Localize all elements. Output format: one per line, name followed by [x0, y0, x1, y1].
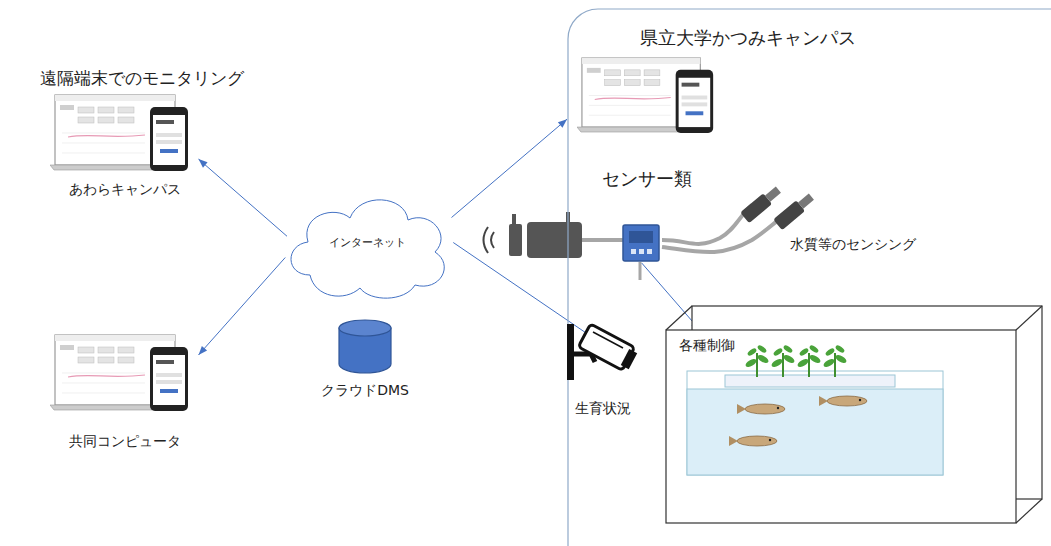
arrowhead: [199, 346, 208, 355]
connector: [642, 263, 700, 330]
node-label: 共同コンピュータ: [69, 433, 181, 450]
camera-icon: [561, 320, 646, 396]
laptop-phone-icon: [50, 333, 200, 415]
connector: [452, 119, 568, 217]
caption-label: 遠隔端末でのモニタリング: [40, 68, 244, 88]
connector-line: [642, 263, 700, 330]
cultivation-tank: 各種制御: [665, 305, 1045, 525]
internet-cloud: インターネット: [280, 180, 455, 305]
sensor-controller: センサー類: [598, 168, 723, 266]
node-label: クラウドDMS: [321, 382, 409, 399]
remote-terminal: 共同コンピュータ: [50, 333, 200, 455]
connector: [199, 258, 286, 355]
connector-line: [453, 243, 585, 333]
remote-terminal: あわらキャンパス: [50, 93, 200, 205]
node-label: センサー類: [602, 168, 692, 190]
connector: [453, 243, 585, 333]
node-label: 県立大学かつみキャンパス: [640, 27, 856, 49]
node-label: 各種制御: [679, 337, 735, 354]
connector-line: [199, 159, 288, 236]
arrowhead: [558, 119, 567, 127]
laptop-phone-icon: [50, 93, 200, 175]
cloud-database: クラウドDMS: [300, 318, 430, 404]
node-label: インターネット: [329, 236, 406, 249]
caption-label: 水質等のセンシング: [790, 236, 916, 253]
controller-box: [622, 224, 662, 264]
camera: 生育状況: [558, 320, 648, 422]
node-label: あわらキャンパス: [69, 181, 181, 198]
node-label: 生育状況: [575, 400, 631, 417]
connector-line: [199, 258, 286, 355]
database-cylinder: [336, 318, 394, 376]
connector-line: [452, 119, 568, 217]
campus-region: 県立大学かつみキャンパスセンサー類生育状況 各種制御: [567, 8, 1051, 546]
arrowhead: [199, 159, 208, 168]
connector: [199, 159, 288, 236]
